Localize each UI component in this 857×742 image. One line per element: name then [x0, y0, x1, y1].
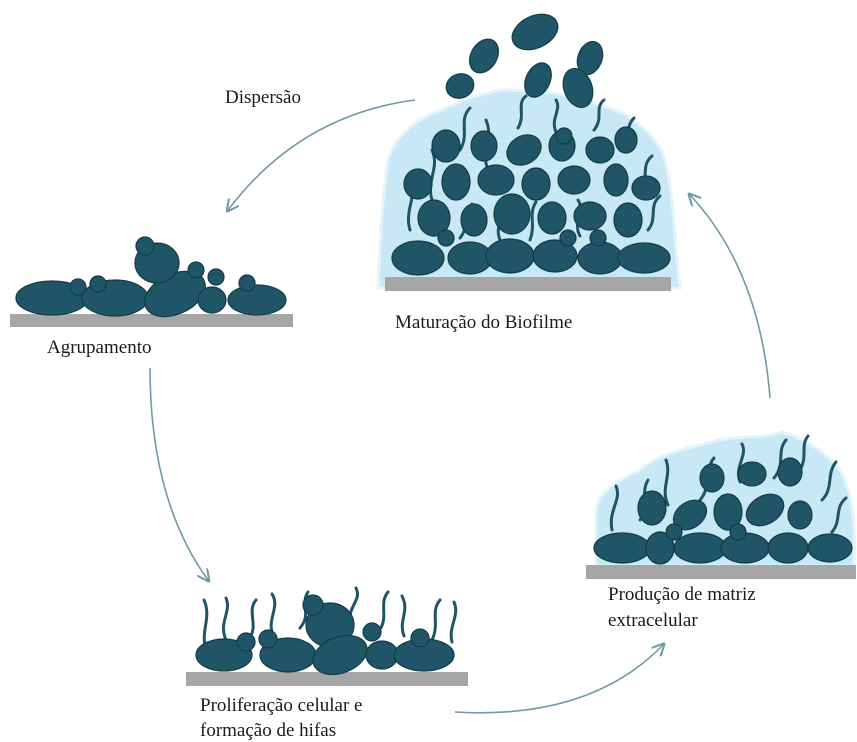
yeast-cell — [721, 533, 769, 563]
yeast-cell — [738, 462, 766, 486]
yeast-cell — [638, 491, 666, 525]
budding-cell — [363, 623, 381, 641]
budding-cell — [730, 524, 746, 540]
stage-label-proliferation-line1: Proliferação celular e — [200, 695, 362, 716]
yeast-cell — [464, 34, 505, 78]
substrate-bar — [10, 314, 293, 327]
stage-label-dispersal: Dispersão — [225, 87, 301, 108]
yeast-cell — [618, 243, 670, 273]
yeast-cell — [471, 131, 497, 161]
budding-cell — [666, 524, 682, 540]
budding-cell — [239, 275, 255, 291]
stage-maturation-illustration — [378, 7, 680, 291]
budding-cell — [438, 230, 454, 246]
yeast-cell — [494, 194, 530, 234]
yeast-cell — [442, 164, 470, 200]
substrate-bar — [385, 277, 671, 291]
yeast-cell — [198, 287, 226, 313]
yeast-cell — [768, 533, 808, 563]
yeast-cell — [578, 242, 622, 274]
yeast-cell — [366, 641, 398, 669]
budding-cell — [90, 276, 106, 292]
stage-clustering-illustration — [10, 237, 293, 327]
arrow-proliferation-to-matrix — [455, 645, 663, 713]
stage-label-matrix-line1: Produção de matriz — [608, 584, 756, 605]
yeast-cell — [614, 203, 642, 237]
yeast-cell — [522, 168, 550, 200]
stage-matrix-illustration — [586, 432, 856, 579]
yeast-cell — [674, 533, 726, 563]
yeast-cell — [461, 204, 487, 236]
yeast-cell — [594, 533, 650, 563]
budding-cell — [259, 630, 277, 648]
budding-cell — [560, 230, 576, 246]
budding-cell — [411, 629, 429, 647]
budding-cell — [590, 230, 606, 246]
yeast-cell — [404, 169, 432, 199]
yeast-cell — [392, 241, 444, 275]
arrow-clustering-to-proliferation — [150, 368, 208, 580]
yeast-cell — [615, 127, 637, 153]
budding-cell — [188, 262, 204, 278]
yeast-cell — [778, 458, 802, 486]
yeast-cell — [432, 130, 460, 162]
yeast-cell — [574, 202, 606, 230]
stage-label-clustering: Agrupamento — [47, 337, 151, 358]
budding-cell — [556, 128, 572, 144]
yeast-cell — [632, 176, 660, 200]
arrow-matrix-to-maturation — [690, 195, 770, 398]
yeast-cell — [604, 164, 628, 196]
yeast-cell — [558, 166, 590, 194]
yeast-cell — [228, 285, 286, 315]
yeast-cell — [808, 534, 852, 562]
yeast-cell — [538, 202, 566, 234]
substrate-bar — [586, 565, 856, 579]
budding-cell — [208, 269, 224, 285]
budding-cell — [237, 633, 255, 651]
yeast-cell — [448, 242, 492, 274]
stage-label-maturation: Maturação do Biofilme — [395, 312, 572, 333]
yeast-cell — [700, 464, 724, 492]
budding-cell — [136, 237, 154, 255]
stage-proliferation-illustration — [186, 588, 468, 686]
yeast-cell — [586, 137, 614, 163]
stage-label-matrix-line2: extracelular — [608, 610, 698, 631]
budding-cell — [70, 279, 86, 295]
yeast-cell — [486, 239, 534, 273]
stage-label-proliferation-line2: formação de hifas — [200, 720, 336, 741]
yeast-cell — [788, 501, 812, 529]
yeast-cell — [478, 165, 514, 195]
yeast-cell — [506, 7, 563, 56]
budding-cell — [303, 595, 323, 615]
